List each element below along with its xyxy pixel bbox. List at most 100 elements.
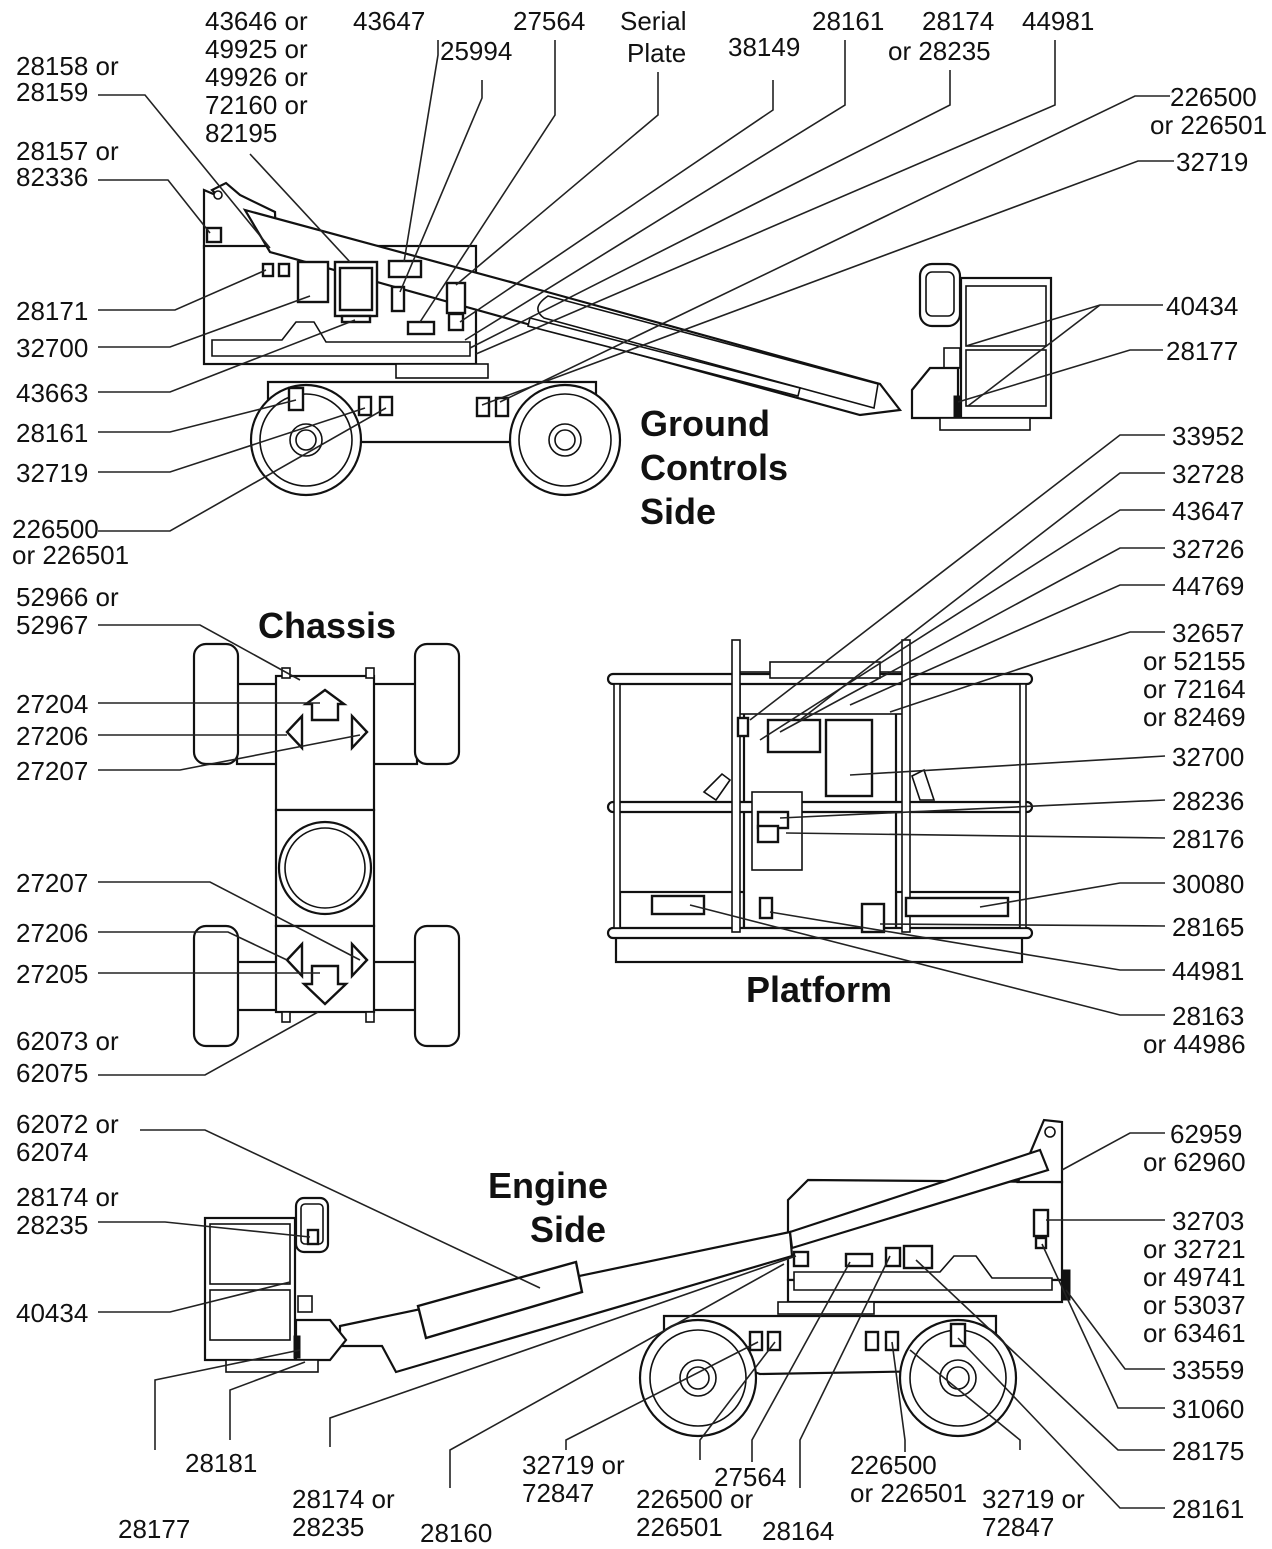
part-number-label: or 62960 bbox=[1143, 1147, 1246, 1177]
part-number-label: Ground bbox=[640, 403, 770, 444]
part-number-label: 31060 bbox=[1172, 1394, 1244, 1424]
part-number-label: 32657 bbox=[1172, 618, 1244, 648]
part-number-label: 44981 bbox=[1022, 6, 1094, 36]
part-number-label: Plate bbox=[627, 38, 686, 68]
part-number-label: 33559 bbox=[1172, 1355, 1244, 1385]
part-number-label: 32719 or bbox=[522, 1450, 625, 1480]
part-number-label: 28159 bbox=[16, 77, 88, 107]
part-number-label: 28161 bbox=[812, 6, 884, 36]
ground-side-labels: 28158 or 28159 28157 or 82336 43646 or 4… bbox=[12, 6, 1267, 570]
engine-side-title: Engine Side bbox=[488, 1165, 608, 1250]
part-number-label: 27206 bbox=[16, 918, 88, 948]
part-number-label: 28161 bbox=[1172, 1494, 1244, 1524]
part-number-label: 32726 bbox=[1172, 534, 1244, 564]
part-number-label: or 44986 bbox=[1143, 1029, 1246, 1059]
platform-labels: 33952 32728 43647 32726 44769 32657 or 5… bbox=[1143, 421, 1246, 1059]
part-number-label: 49926 or bbox=[205, 62, 308, 92]
part-number-label: 43663 bbox=[16, 378, 88, 408]
part-number-label: 28165 bbox=[1172, 912, 1244, 942]
part-number-label: 72847 bbox=[982, 1512, 1054, 1542]
part-number-label: 30080 bbox=[1172, 869, 1244, 899]
part-number-label: 28171 bbox=[16, 296, 88, 326]
part-number-label: 28176 bbox=[1172, 824, 1244, 854]
chassis-labels: 52966 or 52967 27204 27206 27207 27207 2… bbox=[16, 582, 119, 1088]
part-number-label: 28175 bbox=[1172, 1436, 1244, 1466]
part-number-label: 32719 or bbox=[982, 1484, 1085, 1514]
part-number-label: or 28235 bbox=[888, 36, 991, 66]
part-number-label: 27207 bbox=[16, 756, 88, 786]
part-number-label: 226500 bbox=[850, 1450, 937, 1480]
part-number-label: 62073 or bbox=[16, 1026, 119, 1056]
part-number-label: 27564 bbox=[714, 1462, 786, 1492]
part-number-label: 32719 bbox=[1176, 147, 1248, 177]
part-number-label: 28235 bbox=[16, 1210, 88, 1240]
part-number-label: or 82469 bbox=[1143, 702, 1246, 732]
part-number-label: 28161 bbox=[16, 418, 88, 448]
part-number-label: 43646 or bbox=[205, 6, 308, 36]
part-number-label: 28163 bbox=[1172, 1001, 1244, 1031]
part-number-label: 32728 bbox=[1172, 459, 1244, 489]
part-number-label: 27206 bbox=[16, 721, 88, 751]
part-number-label: 226500 bbox=[12, 514, 99, 544]
part-number-label: 226500 or bbox=[636, 1484, 753, 1514]
ground-controls-side-title: Ground Controls Side bbox=[640, 403, 788, 532]
part-number-label: 28236 bbox=[1172, 786, 1244, 816]
ground-controls-side-view bbox=[98, 40, 1174, 532]
part-number-label: 52967 bbox=[16, 610, 88, 640]
part-number-label: or 53037 bbox=[1143, 1290, 1246, 1320]
part-number-label: 32700 bbox=[16, 333, 88, 363]
part-number-label: 27204 bbox=[16, 689, 88, 719]
part-number-label: 33952 bbox=[1172, 421, 1244, 451]
part-number-label: 82336 bbox=[16, 162, 88, 192]
part-number-label: 28157 or bbox=[16, 136, 119, 166]
part-number-label: or 72164 bbox=[1143, 674, 1246, 704]
part-number-label: 43647 bbox=[1172, 496, 1244, 526]
part-number-label: 226501 bbox=[636, 1512, 723, 1542]
engine-side-labels: 62072 or 62074 28174 or 28235 40434 6295… bbox=[16, 1109, 1246, 1548]
part-number-label: 27564 bbox=[513, 6, 585, 36]
part-number-label: 49925 or bbox=[205, 34, 308, 64]
part-number-label: 28174 or bbox=[292, 1484, 395, 1514]
part-number-label: or 226501 bbox=[1150, 110, 1267, 140]
part-number-label: 40434 bbox=[16, 1298, 88, 1328]
part-number-label: 28177 bbox=[1166, 336, 1238, 366]
part-number-label: 62072 or bbox=[16, 1109, 119, 1139]
part-number-label: or 226501 bbox=[12, 540, 129, 570]
part-number-label: 32719 bbox=[16, 458, 88, 488]
part-number-label: 226500 bbox=[1170, 82, 1257, 112]
part-number-label: 28181 bbox=[185, 1448, 257, 1478]
part-number-label: 28158 or bbox=[16, 51, 119, 81]
part-number-label: 82195 bbox=[205, 118, 277, 148]
part-number-label: Serial bbox=[620, 6, 686, 36]
part-number-label: 62074 bbox=[16, 1137, 88, 1167]
part-number-label: Side bbox=[530, 1209, 606, 1250]
part-number-label: 32703 bbox=[1172, 1206, 1244, 1236]
part-number-label: 32700 bbox=[1172, 742, 1244, 772]
part-number-label: 28235 bbox=[292, 1512, 364, 1542]
part-number-label: or 63461 bbox=[1143, 1318, 1246, 1348]
part-number-label: Controls bbox=[640, 447, 788, 488]
part-number-label: 52966 or bbox=[16, 582, 119, 612]
engine-side-view bbox=[98, 1118, 1165, 1509]
part-number-label: 28160 bbox=[420, 1518, 492, 1548]
part-number-label: 28164 bbox=[762, 1516, 834, 1546]
part-number-label: 38149 bbox=[728, 32, 800, 62]
part-number-label: or 49741 bbox=[1143, 1262, 1246, 1292]
part-number-label: 28174 bbox=[922, 6, 994, 36]
part-number-label: 72160 or bbox=[205, 90, 308, 120]
part-number-label: 72847 bbox=[522, 1478, 594, 1508]
platform-title: Platform bbox=[746, 969, 892, 1010]
part-number-label: 40434 bbox=[1166, 291, 1238, 321]
platform-view bbox=[606, 434, 1166, 1016]
part-number-label: or 52155 bbox=[1143, 646, 1246, 676]
part-number-label: or 32721 bbox=[1143, 1234, 1246, 1264]
part-number-label: 27207 bbox=[16, 868, 88, 898]
part-number-label: 44981 bbox=[1172, 956, 1244, 986]
part-number-label: 62075 bbox=[16, 1058, 88, 1088]
chassis-title: Chassis bbox=[258, 605, 396, 646]
part-number-label: Engine bbox=[488, 1165, 608, 1206]
part-number-label: 28177 bbox=[118, 1514, 190, 1544]
part-number-label: or 226501 bbox=[850, 1478, 967, 1508]
part-number-label: 44769 bbox=[1172, 571, 1244, 601]
